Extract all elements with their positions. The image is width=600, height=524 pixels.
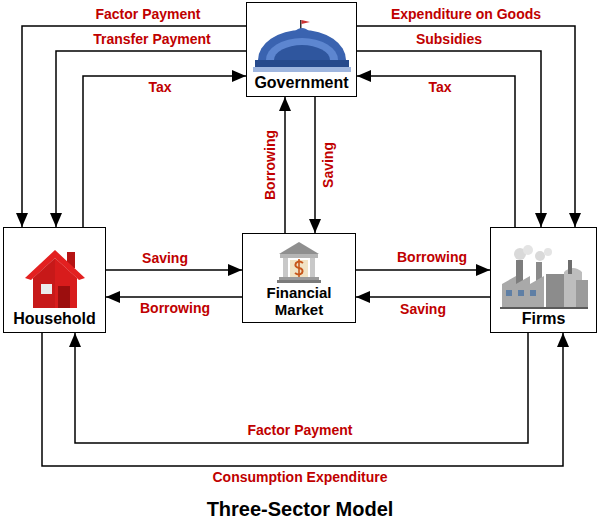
sector-name: Firms — [522, 310, 566, 328]
sector-name: Household — [13, 310, 96, 328]
flow-arrow — [356, 296, 490, 298]
flow-label: Consumption Expenditure — [211, 470, 390, 485]
factory-icon — [498, 244, 590, 310]
flow-arrow — [357, 51, 541, 227]
flow-label: Factor Payment — [93, 7, 202, 22]
flow-arrow — [22, 26, 246, 227]
flow-label: Factor Payment — [245, 423, 354, 438]
flow-arrow — [106, 296, 242, 298]
flow-arrow — [314, 97, 316, 233]
bank-icon — [276, 240, 322, 284]
flow-label: Borrowing — [138, 301, 212, 316]
sector-box: Firms — [490, 227, 597, 333]
flow-arrow — [75, 333, 528, 443]
sector-box: Financial Market — [242, 233, 356, 323]
flow-label: Tax — [426, 80, 453, 95]
flow-arrow — [56, 51, 246, 227]
flow-label: Expenditure on Goods — [389, 7, 543, 22]
house-icon — [23, 246, 87, 310]
sector-name: Financial Market — [247, 284, 351, 319]
flow-label: Borrowing — [395, 250, 469, 265]
flow-label: Saving — [321, 140, 336, 190]
sector-box: Government — [246, 2, 357, 97]
sector-box: Household — [3, 227, 106, 333]
flow-label: Transfer Payment — [91, 32, 213, 47]
flow-arrow — [356, 269, 490, 271]
flow-arrow — [284, 97, 286, 233]
flow-label: Saving — [398, 302, 448, 317]
flow-label: Saving — [140, 251, 190, 266]
flow-label: Subsidies — [414, 32, 484, 47]
flow-arrow — [106, 269, 242, 271]
parliament-icon — [252, 18, 352, 74]
flow-arrow — [357, 26, 575, 227]
flow-arrow — [42, 333, 563, 466]
flow-arrow — [83, 76, 246, 227]
flow-label: Tax — [146, 80, 173, 95]
sector-name: Government — [254, 74, 348, 92]
flow-arrow — [357, 76, 515, 227]
diagram-caption: Three-Sector Model — [0, 498, 600, 521]
flow-label: Borrowing — [263, 128, 278, 202]
